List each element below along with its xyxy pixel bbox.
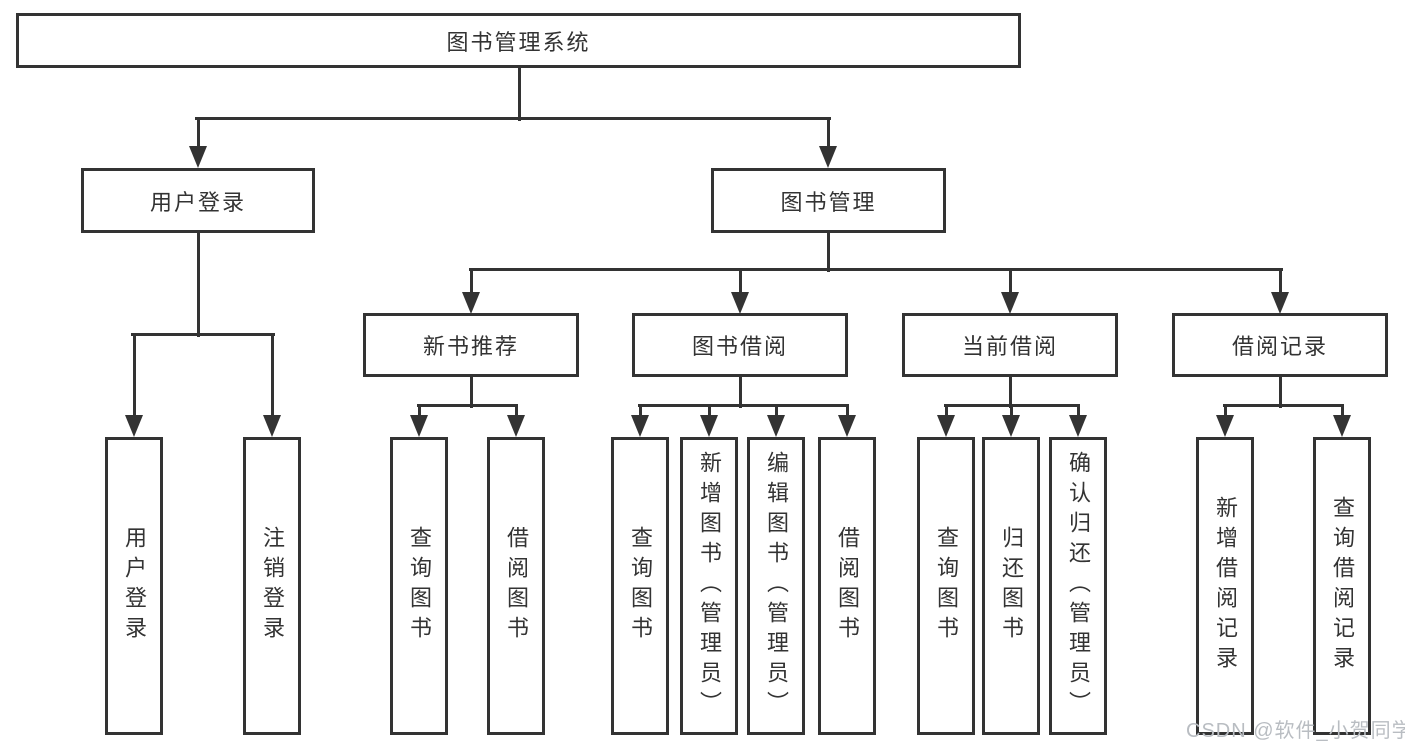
connector-stem xyxy=(827,233,830,272)
arrowhead-down-icon xyxy=(125,415,143,437)
arrowhead-down-icon xyxy=(838,415,856,437)
arrowhead-down-icon xyxy=(1216,415,1234,437)
arrow-shaft xyxy=(515,405,518,417)
connector-stem xyxy=(197,233,200,337)
leaf-add-borrow-record: 新增借阅记录 xyxy=(1196,437,1254,735)
leaf-add-book-admin: 新增图书（管理员） xyxy=(680,437,738,735)
node-root: 图书管理系统 xyxy=(16,13,1021,68)
arrow-shaft xyxy=(1341,405,1344,417)
connector-hbar xyxy=(469,268,1283,271)
arrow-shaft xyxy=(133,334,136,417)
arrow-shaft xyxy=(470,269,473,294)
arrowhead-down-icon xyxy=(1271,292,1289,314)
connector-stem xyxy=(739,376,742,408)
connector-hbar xyxy=(638,404,849,407)
connector-hbar xyxy=(195,117,831,120)
arrow-shaft xyxy=(197,118,200,148)
arrowhead-down-icon xyxy=(1001,292,1019,314)
node-book-borrow: 图书借阅 xyxy=(632,313,848,377)
arrow-shaft xyxy=(1077,405,1080,417)
connector-hbar xyxy=(131,333,275,336)
arrow-shaft xyxy=(827,118,830,148)
leaf-query-books-borrow: 查询图书 xyxy=(611,437,669,735)
leaf-borrow-books-2: 借阅图书 xyxy=(818,437,876,735)
arrowhead-down-icon xyxy=(631,415,649,437)
arrow-shaft xyxy=(1279,269,1282,294)
connector-stem xyxy=(518,68,521,121)
node-book-management: 图书管理 xyxy=(711,168,946,233)
arrowhead-down-icon xyxy=(731,292,749,314)
arrowhead-down-icon xyxy=(767,415,785,437)
arrowhead-down-icon xyxy=(263,415,281,437)
leaf-confirm-return-admin: 确认归还（管理员） xyxy=(1049,437,1107,735)
arrowhead-down-icon xyxy=(189,146,207,168)
arrowhead-down-icon xyxy=(1002,415,1020,437)
arrowhead-down-icon xyxy=(507,415,525,437)
leaf-edit-book-admin: 编辑图书（管理员） xyxy=(747,437,805,735)
arrowhead-down-icon xyxy=(410,415,428,437)
arrowhead-down-icon xyxy=(1069,415,1087,437)
arrow-shaft xyxy=(1224,405,1227,417)
connector-stem xyxy=(470,376,473,408)
arrow-shaft xyxy=(418,405,421,417)
node-user-login: 用户登录 xyxy=(81,168,315,233)
arrowhead-down-icon xyxy=(937,415,955,437)
leaf-logout: 注销登录 xyxy=(243,437,301,735)
leaf-return-book: 归还图书 xyxy=(982,437,1040,735)
arrowhead-down-icon xyxy=(462,292,480,314)
leaf-query-books-current: 查询图书 xyxy=(917,437,975,735)
arrow-shaft xyxy=(945,405,948,417)
node-current-borrow: 当前借阅 xyxy=(902,313,1118,377)
leaf-borrow-books-recommend: 借阅图书 xyxy=(487,437,545,735)
arrow-shaft xyxy=(708,405,711,417)
node-borrow-records: 借阅记录 xyxy=(1172,313,1388,377)
arrow-shaft xyxy=(775,405,778,417)
arrowhead-down-icon xyxy=(819,146,837,168)
arrow-shaft xyxy=(739,269,742,294)
arrow-shaft xyxy=(1010,405,1013,417)
arrow-shaft xyxy=(639,405,642,417)
arrow-shaft xyxy=(271,334,274,417)
connector-stem xyxy=(1009,376,1012,408)
node-new-book-recommend: 新书推荐 xyxy=(363,313,579,377)
watermark: CSDN @软件_小贺同学 xyxy=(1186,720,1405,742)
connector-hbar xyxy=(417,404,518,407)
connector-hbar xyxy=(1223,404,1344,407)
arrowhead-down-icon xyxy=(700,415,718,437)
arrowhead-down-icon xyxy=(1333,415,1351,437)
leaf-user-login: 用户登录 xyxy=(105,437,163,735)
connector-stem xyxy=(1279,376,1282,408)
leaf-query-borrow-record: 查询借阅记录 xyxy=(1313,437,1371,735)
leaf-query-books-recommend: 查询图书 xyxy=(390,437,448,735)
arrow-shaft xyxy=(1009,269,1012,294)
arrow-shaft xyxy=(846,405,849,417)
